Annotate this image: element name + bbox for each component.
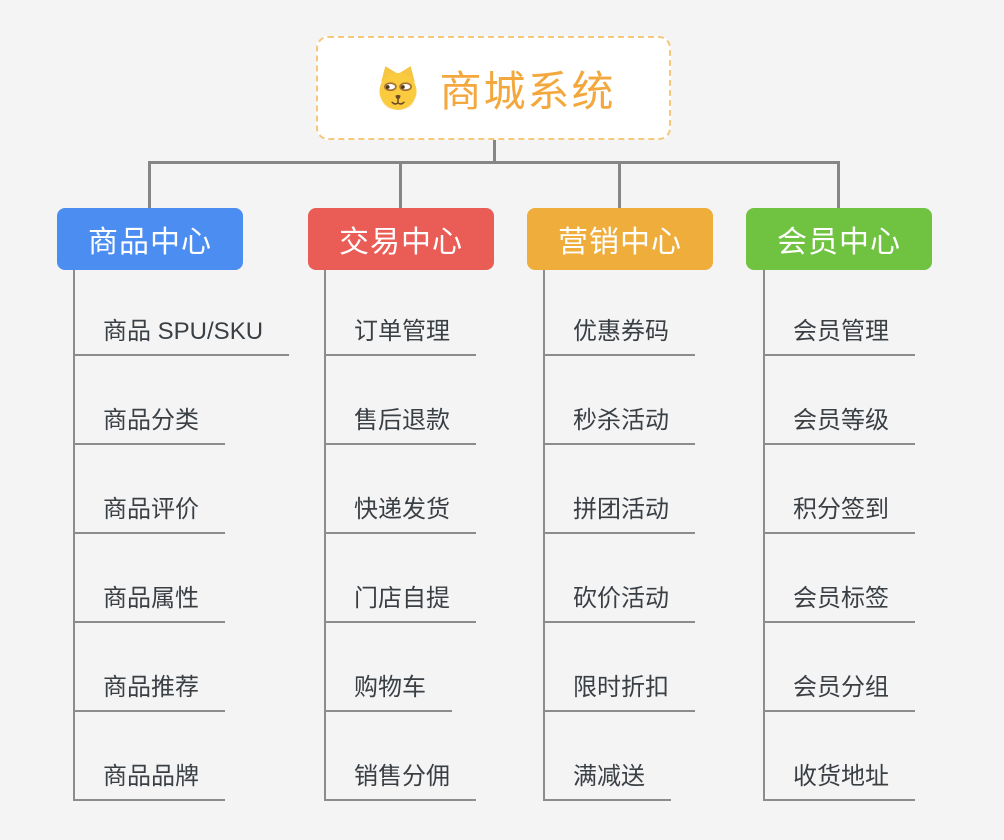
leaf-item[interactable]: 商品属性: [73, 577, 225, 623]
branch-node-marketing-center[interactable]: 营销中心: [527, 208, 713, 270]
connector-horizontal-rail: [148, 161, 840, 164]
leaf-item[interactable]: 销售分佣: [324, 755, 476, 801]
leaf-item[interactable]: 秒杀活动: [543, 399, 695, 445]
leaf-item[interactable]: 会员标签: [763, 577, 915, 623]
leaf-item[interactable]: 收货地址: [763, 755, 915, 801]
leaf-item[interactable]: 快递发货: [324, 488, 476, 534]
branch-node-member-center[interactable]: 会员中心: [746, 208, 932, 270]
connector-drop: [837, 161, 840, 209]
dog-face-icon: [379, 66, 418, 111]
branch-spine: [324, 270, 326, 801]
leaf-item[interactable]: 商品评价: [73, 488, 225, 534]
leaf-item[interactable]: 商品 SPU/SKU: [73, 310, 290, 356]
leaf-item[interactable]: 购物车: [324, 666, 452, 712]
leaf-item[interactable]: 商品分类: [73, 399, 225, 445]
leaf-item[interactable]: 会员管理: [763, 310, 915, 356]
leaf-item[interactable]: 砍价活动: [543, 577, 695, 623]
leaf-item[interactable]: 积分签到: [763, 488, 915, 534]
leaf-item[interactable]: 订单管理: [324, 310, 476, 356]
leaf-item[interactable]: 商品品牌: [73, 755, 225, 801]
leaf-item[interactable]: 优惠券码: [543, 310, 695, 356]
branch-column-member: 会员管理 会员等级 积分签到 会员标签 会员分组 收货地址: [763, 270, 1003, 810]
leaf-item[interactable]: 售后退款: [324, 399, 476, 445]
leaf-item[interactable]: 会员等级: [763, 399, 915, 445]
connector-drop: [618, 161, 621, 209]
branch-column-product: 商品 SPU/SKU 商品分类 商品评价 商品属性 商品推荐 商品品牌: [73, 270, 313, 810]
root-title: 商城系统: [439, 67, 616, 115]
leaf-item[interactable]: 商品推荐: [73, 666, 225, 712]
leaf-item[interactable]: 会员分组: [763, 666, 915, 712]
branch-column-trade: 订单管理 售后退款 快递发货 门店自提 购物车 销售分佣: [324, 270, 564, 810]
connector-drop: [148, 161, 151, 209]
branch-node-product-center[interactable]: 商品中心: [57, 208, 243, 270]
branch-spine: [763, 270, 765, 801]
branch-node-trade-center[interactable]: 交易中心: [308, 208, 494, 270]
leaf-item[interactable]: 满减送: [543, 755, 671, 801]
leaf-item[interactable]: 限时折扣: [543, 666, 695, 712]
branch-spine: [73, 270, 75, 801]
branch-spine: [543, 270, 545, 801]
leaf-item[interactable]: 拼团活动: [543, 488, 695, 534]
branch-column-marketing: 优惠券码 秒杀活动 拼团活动 砍价活动 限时折扣 满减送: [543, 270, 783, 810]
root-node[interactable]: 商城系统: [316, 36, 671, 140]
connector-drop: [399, 161, 402, 209]
connector-root-stub: [493, 140, 496, 164]
leaf-item[interactable]: 门店自提: [324, 577, 476, 623]
